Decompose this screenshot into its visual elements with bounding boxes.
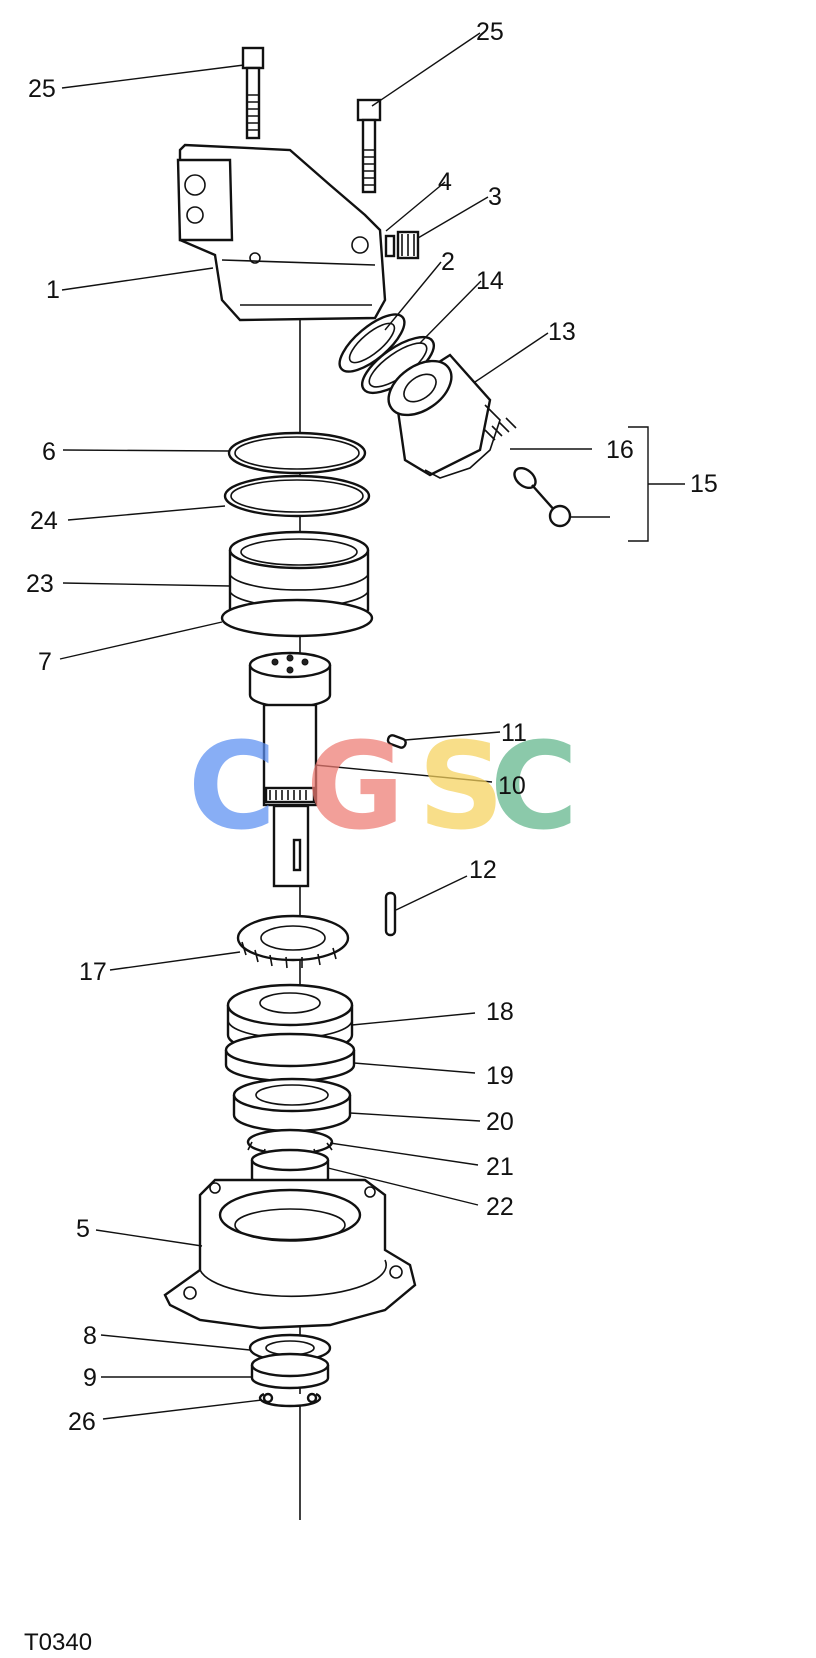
callout-21: 21 <box>486 1153 514 1181</box>
callout-11: 11 <box>501 719 527 747</box>
watermark-letter-s: S <box>418 718 504 857</box>
callout-1: 1 <box>46 276 60 304</box>
callout-19: 19 <box>486 1062 514 1090</box>
bevel-gear-17 <box>236 914 350 969</box>
key-12 <box>384 891 397 937</box>
callout-16: 16 <box>606 436 634 464</box>
callout-17: 17 <box>79 958 107 986</box>
bearing-9 <box>250 1352 330 1390</box>
shaft-10 <box>248 651 332 888</box>
callout-18: 18 <box>486 998 514 1026</box>
spring-and-plunger <box>484 417 572 528</box>
callout-5: 5 <box>76 1215 90 1243</box>
plug-and-washer <box>384 230 420 260</box>
ring-24 <box>223 474 371 518</box>
watermark-letter-c1: C <box>188 718 276 857</box>
snap-ring-26 <box>258 1392 322 1408</box>
leader-lines <box>59 32 685 1420</box>
callout-6: 6 <box>42 438 56 466</box>
o-ring-6 <box>227 431 367 475</box>
callout-labels: 25 25 4 3 1 2 14 13 16 15 6 24 23 7 11 1… <box>26 18 718 1436</box>
watermark-letter-c2: C <box>490 718 578 857</box>
bolt-left <box>241 46 265 140</box>
callout-26: 26 <box>68 1408 96 1436</box>
callout-14: 14 <box>476 267 504 295</box>
bearing-20 <box>232 1077 352 1133</box>
callout-22: 22 <box>486 1193 514 1221</box>
callout-12: 12 <box>469 856 497 884</box>
callout-15: 15 <box>690 470 718 498</box>
upper-housing <box>176 143 387 322</box>
callout-4: 4 <box>438 168 452 196</box>
bolt-right <box>356 98 382 194</box>
o-ring-7 <box>220 598 374 638</box>
callout-20: 20 <box>486 1108 514 1136</box>
callout-7: 7 <box>38 648 52 676</box>
callout-8: 8 <box>83 1322 97 1350</box>
callout-2: 2 <box>441 248 455 276</box>
callout-3: 3 <box>488 183 502 211</box>
callout-25-right: 25 <box>476 18 504 46</box>
race-19 <box>224 1032 356 1083</box>
bevel-gear-13 <box>387 353 501 479</box>
callout-24: 24 <box>30 507 58 535</box>
pin-11 <box>386 734 407 749</box>
watermark-letter-g: G <box>306 718 405 857</box>
callout-13: 13 <box>548 318 576 346</box>
lower-housing-5 <box>163 1178 417 1330</box>
figure-code: T0340 <box>24 1629 92 1656</box>
callout-23: 23 <box>26 570 54 598</box>
callout-9: 9 <box>83 1364 97 1392</box>
callout-25-left: 25 <box>28 75 56 103</box>
watermark: C G S C <box>188 718 578 857</box>
callout-10: 10 <box>498 772 526 800</box>
